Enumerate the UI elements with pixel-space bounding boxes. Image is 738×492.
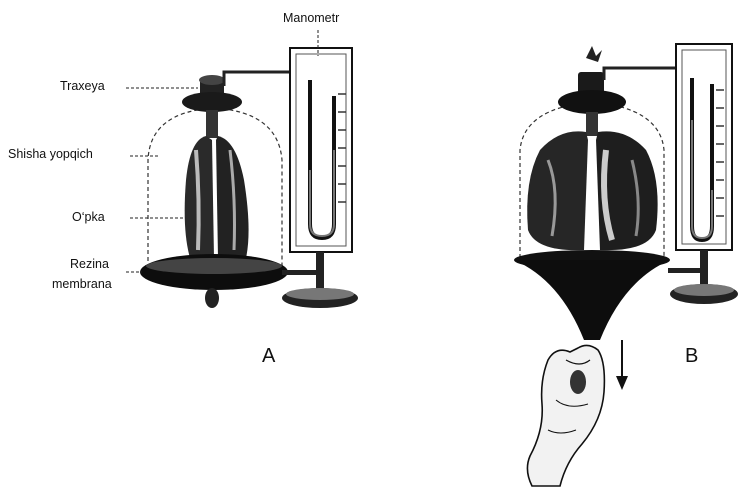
label-glass-cover: Shisha yopqich — [8, 147, 93, 161]
jar-neck-a — [182, 92, 242, 112]
lung-left-b — [527, 131, 588, 250]
hand-pulling-membrane — [527, 345, 604, 486]
panel-a-apparatus — [140, 48, 358, 308]
label-membrane-line1: Rezina — [70, 257, 109, 271]
label-trachea: Traxeya — [60, 79, 105, 93]
pull-down-arrow — [616, 340, 628, 390]
label-lung: O‘pka — [72, 210, 105, 224]
label-manometer: Manometr — [283, 11, 339, 25]
rubber-membrane-b — [514, 260, 670, 340]
manometer-b — [676, 44, 732, 250]
lung-right-a — [216, 136, 249, 258]
panel-b-letter: B — [685, 345, 698, 367]
panel-b-apparatus — [514, 44, 738, 486]
panel-a-letter: A — [262, 345, 276, 367]
label-membrane-line2: membrana — [52, 277, 112, 291]
connecting-tube-a — [224, 72, 300, 90]
jar-neck-b — [558, 90, 626, 114]
tuft-mark-b — [586, 46, 602, 62]
manometer-a — [290, 48, 352, 252]
